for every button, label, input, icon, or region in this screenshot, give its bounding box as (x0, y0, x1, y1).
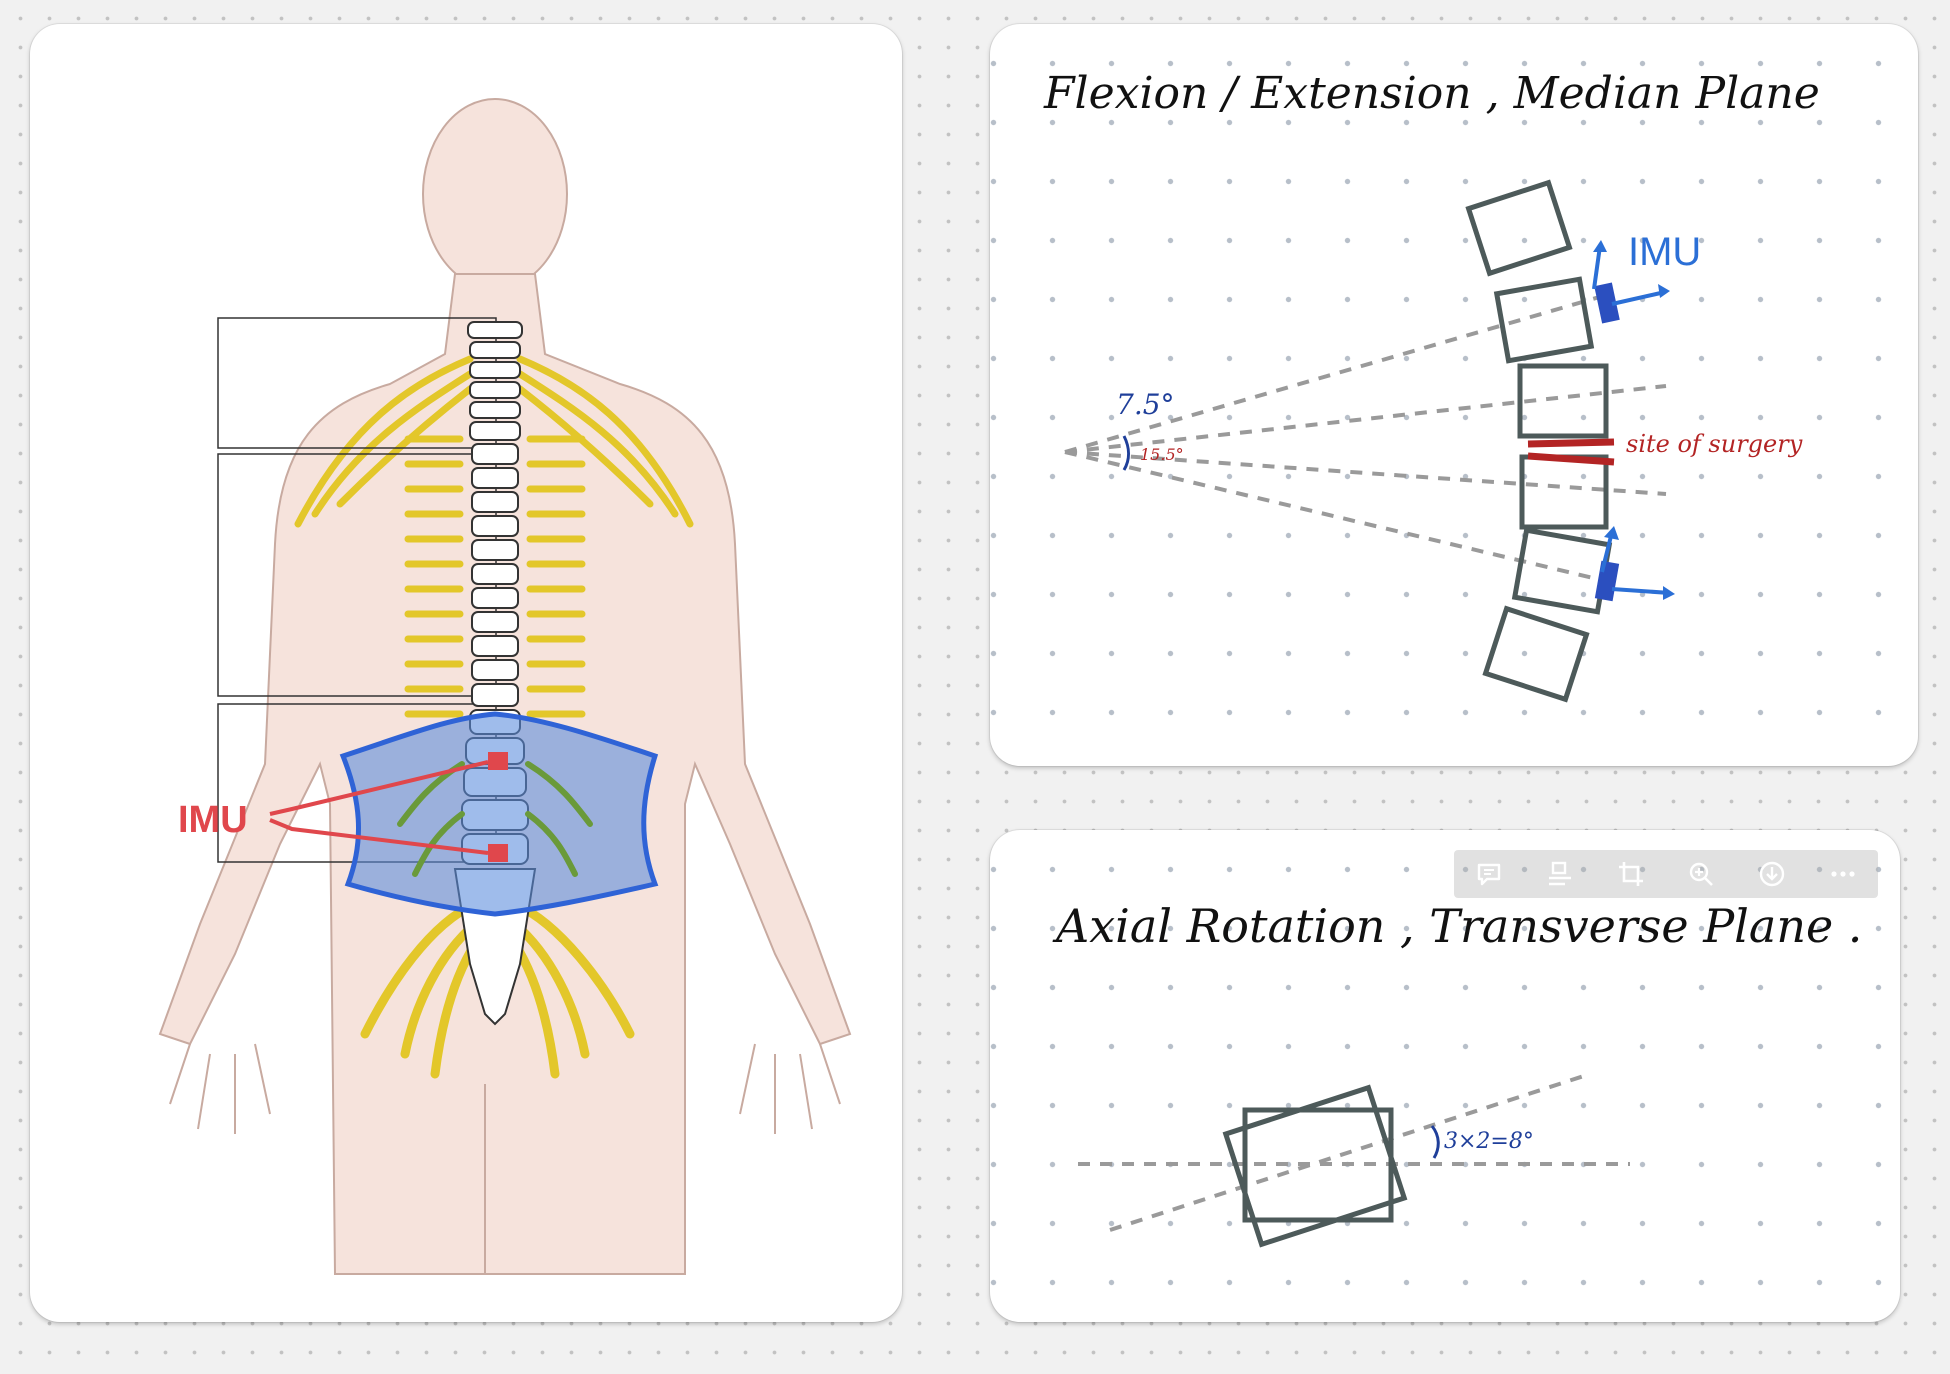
vertebra-box (1517, 363, 1609, 439)
vertebra-box (1465, 179, 1573, 277)
crop-icon (1618, 862, 1643, 886)
crop-button[interactable] (1595, 850, 1666, 898)
anatomy-card: IMU (30, 24, 902, 1322)
axial-rotation-card: Axial Rotation , Transverse Plane . 3×2=… (990, 830, 1900, 1322)
flexion-extension-card: Flexion / Extension , Median Plane site … (990, 24, 1918, 766)
rotation-angle-arc (1430, 1125, 1440, 1159)
more-button[interactable] (1807, 850, 1878, 898)
shoulder-nerves (294, 355, 694, 528)
more-icon (1831, 871, 1855, 877)
reference-lines (1078, 1072, 1630, 1232)
flexion-title: Flexion / Extension , Median Plane (1043, 68, 1820, 119)
back-anatomy-illustration: IMU (158, 98, 852, 1275)
surgery-site-marker (1527, 438, 1615, 466)
surgery-site-label: site of surgery (1626, 430, 1803, 458)
sacral-nerves (360, 899, 635, 1079)
zoom-in-button[interactable] (1666, 850, 1737, 898)
flexion-diagram: Flexion / Extension , Median Plane site … (1043, 68, 1820, 703)
imu-label: IMU (178, 799, 248, 841)
imu-sensor-bottom (1594, 526, 1675, 602)
download-button[interactable] (1737, 850, 1808, 898)
vertebra-rotated-box (1222, 1084, 1408, 1248)
imu-leader-lines (269, 760, 489, 855)
angle-label-primary: 7.5° (1116, 388, 1175, 421)
download-icon (1759, 861, 1785, 887)
image-toolbar (1454, 850, 1878, 898)
rib-nerves (404, 435, 586, 718)
zoom-in-icon (1690, 862, 1714, 886)
align-button[interactable] (1525, 850, 1596, 898)
axial-title: Axial Rotation , Transverse Plane . (1052, 899, 1862, 953)
lumbar-sensor-belt (339, 711, 659, 917)
axial-diagram: Axial Rotation , Transverse Plane . 3×2=… (1052, 899, 1862, 1248)
angle-arc (1122, 435, 1130, 471)
imu-sensor-top (1592, 240, 1670, 324)
comment-button[interactable] (1454, 850, 1525, 898)
align-icon (1549, 861, 1571, 886)
vertebra-box (1482, 605, 1590, 703)
imu-sensor-lower (488, 844, 508, 862)
comment-icon (1478, 863, 1501, 886)
vertebra-box (1493, 276, 1595, 364)
angle-label-secondary: 15.5° (1140, 445, 1184, 464)
imu-sensor-upper (488, 752, 508, 770)
rotation-angle-label: 3×2=8° (1444, 1129, 1534, 1154)
imu-label-flexion: IMU (1628, 230, 1701, 274)
vertebra-box (1519, 454, 1609, 530)
